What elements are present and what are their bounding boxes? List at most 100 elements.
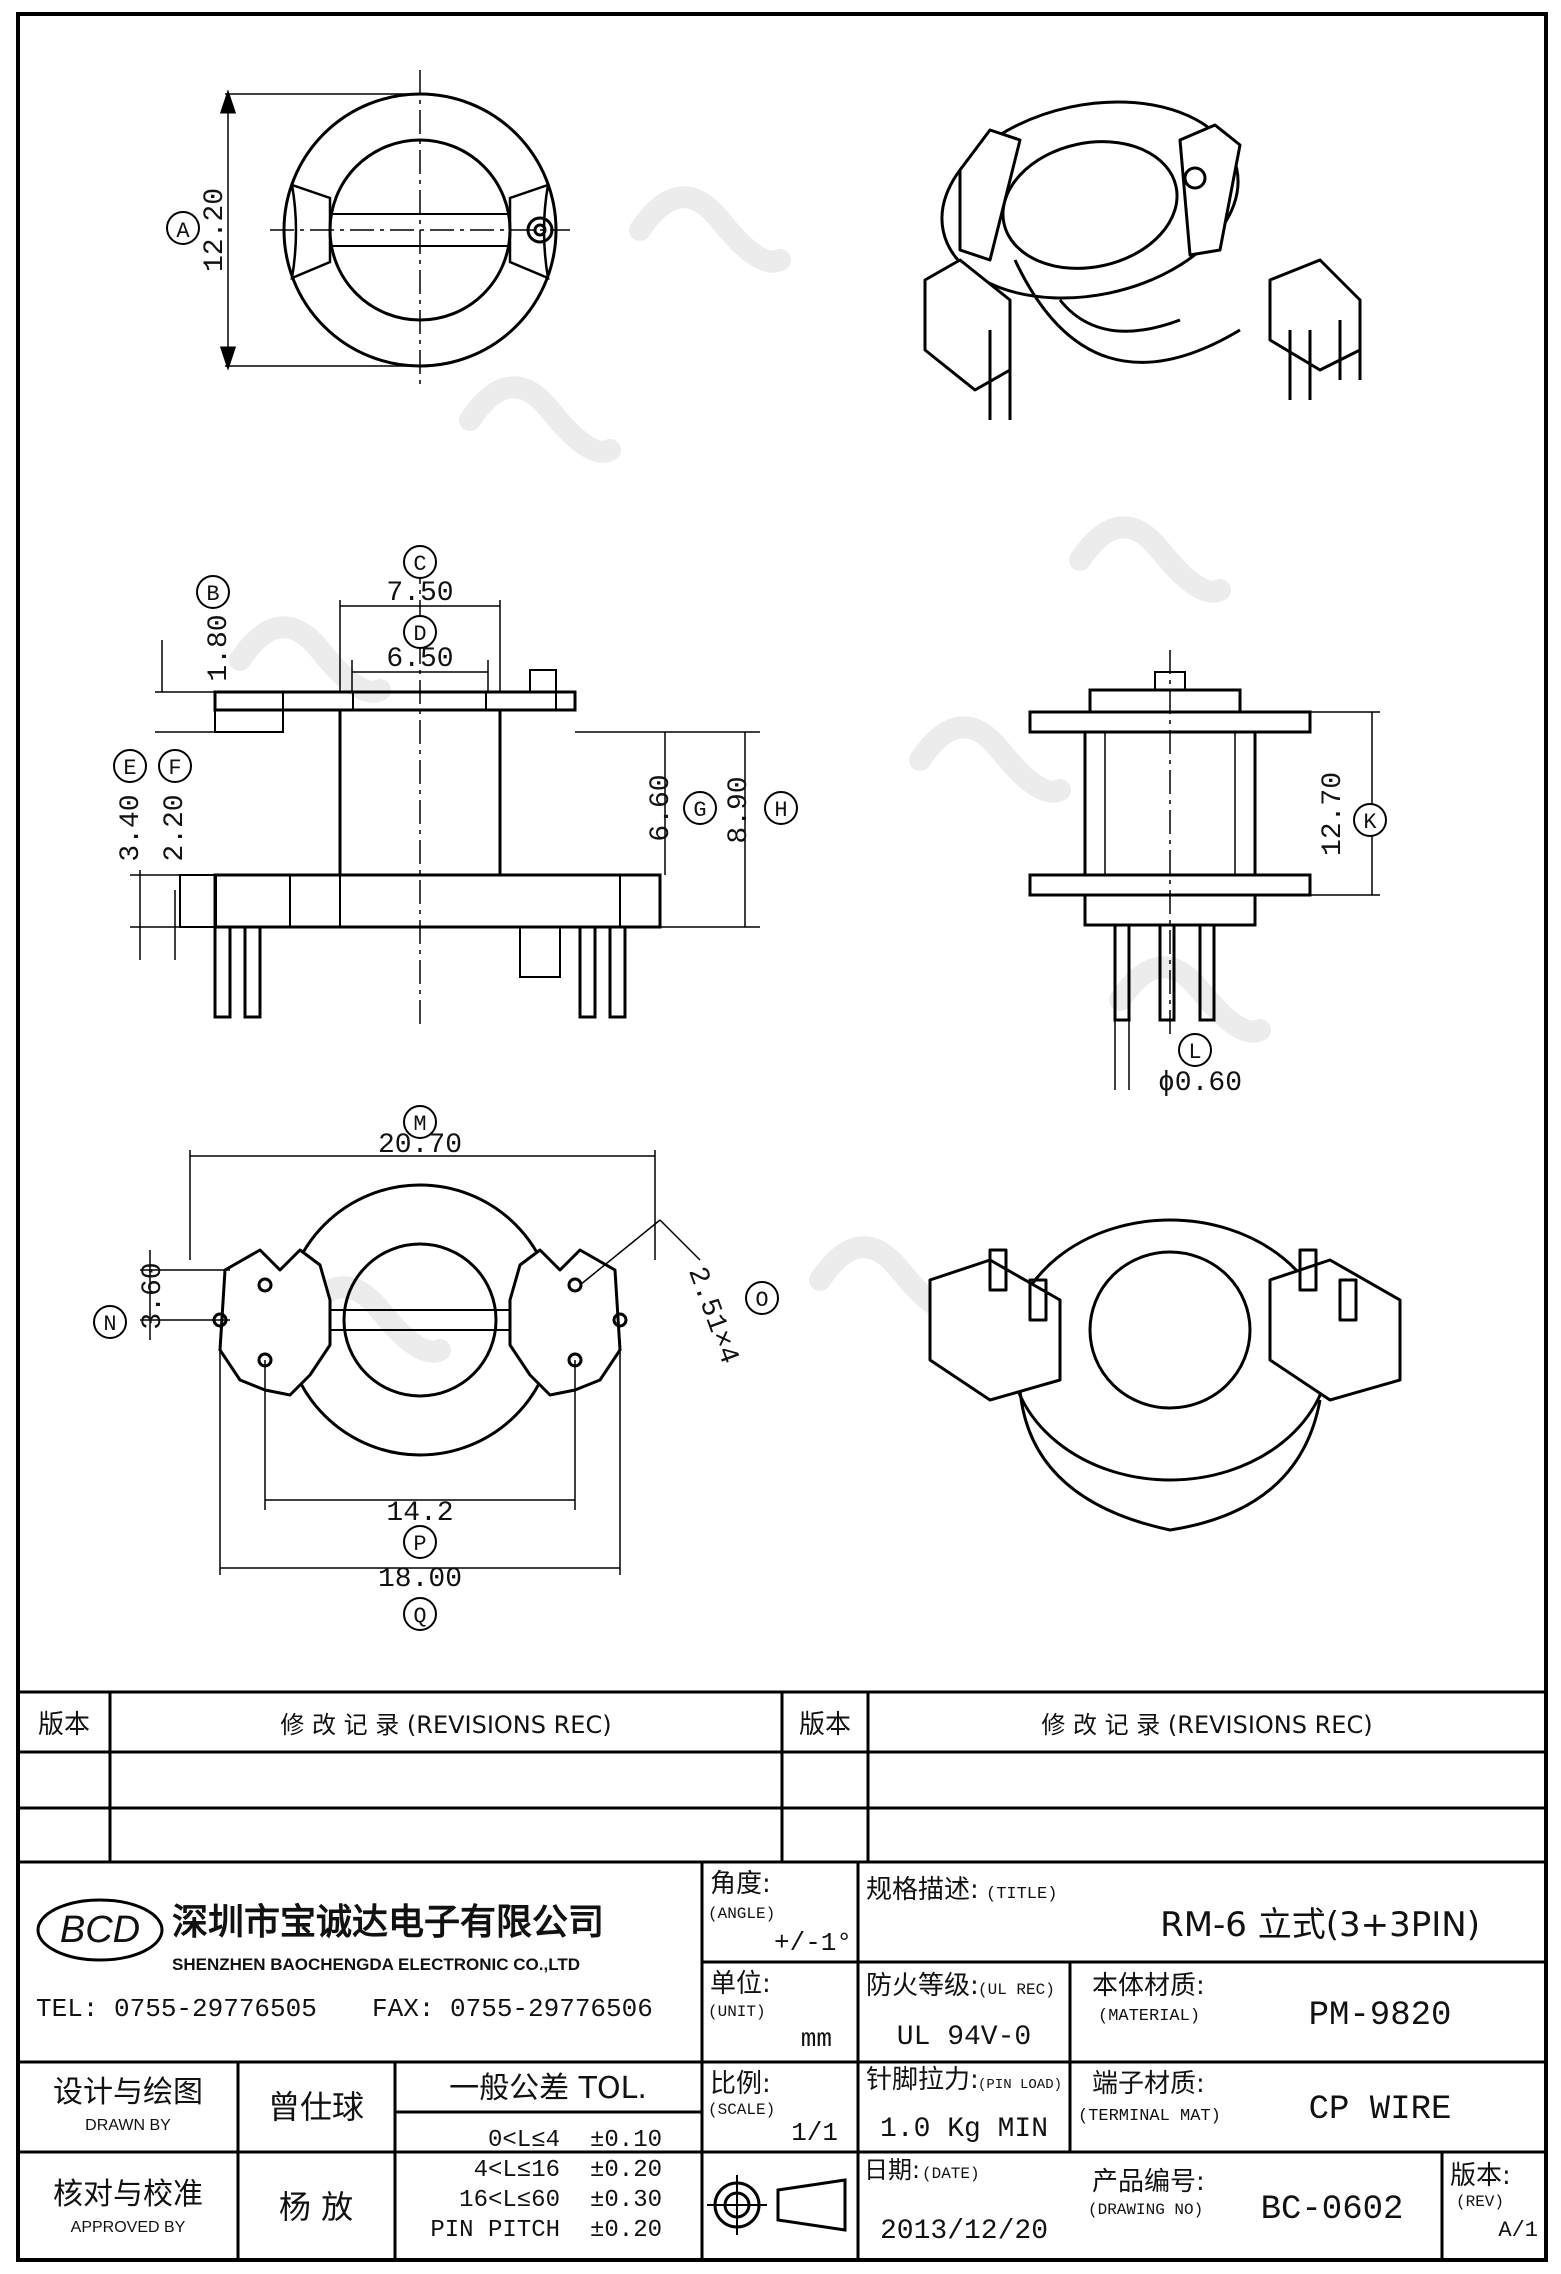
- side-view-dims: 12.70 K L ϕ0.60: [1158, 772, 1387, 1099]
- title-value: RM-6 立式(3+3PIN): [1160, 1905, 1480, 1945]
- tol-title: 一般公差 TOL.: [449, 2071, 647, 2106]
- angle-cell: 角度: (ANGLE) +/-1°: [708, 1869, 852, 1958]
- revisions-table: [18, 1690, 1546, 1864]
- material-label: 本体材质:: [1092, 1971, 1205, 2001]
- tol-range: 0<L≤4: [488, 2127, 560, 2154]
- dim-q-tag: Q: [413, 1604, 426, 1629]
- dim-l-value: ϕ0.60: [1158, 1068, 1242, 1099]
- dim-a: A 12.20: [166, 188, 231, 272]
- dim-d-tag: D: [413, 622, 426, 647]
- terminal-value: CP WIRE: [1309, 2091, 1452, 2129]
- rev-label-en: (REV): [1456, 2193, 1504, 2211]
- ul-value: UL 94V-0: [897, 2022, 1031, 2053]
- iso-view-top: [923, 100, 1362, 420]
- unit-label: 单位:: [710, 1969, 771, 1999]
- scale-label-en: (SCALE): [708, 2101, 775, 2119]
- title-cell: 规格描述: (TITLE) RM-6 立式(3+3PIN): [866, 1875, 1480, 1945]
- rev-ver-label-left: 版本: [38, 1710, 90, 1740]
- dim-m-tag: M: [413, 1112, 426, 1137]
- pinload-label-en: (PIN LOAD): [978, 2077, 1062, 2093]
- drawno-cell: 产品编号: (DRAWING NO) BC-0602: [1088, 2167, 1403, 2229]
- terminal-cell: 端子材质: (TERMINAL MAT) CP WIRE: [1078, 2069, 1451, 2129]
- rev-ver-label-right: 版本: [799, 1710, 851, 1740]
- angle-label-en: (ANGLE): [708, 1905, 775, 1923]
- dim-q-value: 18.00: [378, 1564, 462, 1595]
- ul-label: 防火等级:: [866, 1971, 979, 2001]
- dim-o-value: 2.51×4: [680, 1263, 744, 1368]
- dim-k-value: 12.70: [1318, 772, 1349, 856]
- dim-b-tag: B: [206, 582, 219, 607]
- dim-k-tag: K: [1363, 810, 1377, 835]
- material-cell: 本体材质: (MATERIAL) PM-9820: [1092, 1971, 1451, 2035]
- scale-value: 1/1: [791, 2118, 838, 2148]
- iso-view-bottom: [928, 1218, 1402, 1532]
- dim-h-tag: H: [774, 798, 787, 823]
- approved-by-cell: 核对与校准 APPROVED BY 杨 放: [53, 2177, 353, 2236]
- rev-cell: 版本: (REV) A/1: [1450, 2161, 1538, 2243]
- dim-a-tag: A: [176, 219, 190, 244]
- dim-h-value: 8.90: [724, 776, 755, 843]
- tol-value: ±0.10: [590, 2127, 662, 2154]
- rev-rec-label-left: 修 改 记 录 (REVISIONS REC): [280, 1711, 611, 1739]
- tol-value: ±0.20: [590, 2217, 662, 2244]
- watermark: [229, 186, 1271, 1363]
- pinload-label: 针脚拉力:: [866, 2065, 979, 2095]
- tol-range: PIN PITCH: [430, 2217, 560, 2244]
- date-label-en: (DATE): [922, 2165, 980, 2183]
- material-value: PM-9820: [1309, 1997, 1452, 2035]
- dim-d-value: 6.50: [386, 644, 453, 675]
- dim-e-value: 3.40: [116, 794, 147, 861]
- logo-text: BCD: [60, 1909, 140, 1951]
- dim-p-value: 14.2: [386, 1498, 453, 1529]
- sheet-border: [16, 12, 1548, 2262]
- drawn-value: 曾仕球: [268, 2088, 364, 2126]
- drawno-label: 产品编号:: [1092, 2167, 1205, 2197]
- rev-rec-label-right: 修 改 记 录 (REVISIONS REC): [1041, 1711, 1372, 1739]
- pinload-value: 1.0 Kg MIN: [880, 2114, 1048, 2145]
- unit-value: mm: [801, 2024, 832, 2054]
- dim-l-tag: L: [1188, 1040, 1201, 1065]
- drawno-value: BC-0602: [1261, 2191, 1404, 2229]
- title-label-en: (TITLE): [986, 1885, 1057, 1904]
- approved-label-en: APPROVED BY: [71, 2219, 186, 2236]
- dim-f-value: 2.20: [160, 794, 191, 861]
- dim-c-value: 7.50: [386, 578, 453, 609]
- date-cell: 日期: (DATE) 2013/12/20: [864, 2156, 1048, 2247]
- dim-a-value: 12.20: [200, 188, 231, 272]
- dim-n-tag: N: [103, 1312, 116, 1337]
- projection-symbol: [707, 2175, 847, 2235]
- tol-row: PIN PITCH ±0.20: [430, 2217, 662, 2244]
- date-value: 2013/12/20: [880, 2216, 1048, 2247]
- front-view-dims: B 1.80 C 7.50 D 6.50 E 3.40 F 2.20 6.60 …: [113, 545, 798, 862]
- dim-n-value: 3.60: [138, 1262, 169, 1329]
- angle-label: 角度:: [710, 1869, 771, 1899]
- title-label: 规格描述:: [866, 1875, 979, 1905]
- rev-label: 版本:: [1450, 2161, 1511, 2191]
- tol-value: ±0.20: [590, 2157, 662, 2184]
- company-tel: TEL: 0755-29776505: [36, 1994, 317, 2024]
- terminal-label: 端子材质:: [1092, 2069, 1205, 2099]
- dim-f-tag: F: [168, 756, 181, 781]
- drawn-label-en: DRAWN BY: [85, 2117, 171, 2134]
- dim-m-value: 20.70: [378, 1130, 462, 1161]
- tol-row: 16<L≤60 ±0.30: [459, 2187, 662, 2214]
- dim-g-tag: G: [693, 798, 706, 823]
- tolerance-cell: 一般公差 TOL. 0<L≤4 ±0.10 4<L≤16 ±0.20 16<L≤…: [430, 2071, 662, 2244]
- top-view: [219, 70, 570, 390]
- ul-label-en: (UL REC): [978, 1981, 1055, 1999]
- drawn-label: 设计与绘图: [53, 2075, 203, 2110]
- bottom-view: [140, 1150, 701, 1575]
- approved-label: 核对与校准: [53, 2177, 203, 2212]
- company-name-en: SHENZHEN BAOCHENGDA ELECTRONIC CO.,LTD: [172, 1955, 580, 1974]
- tol-row: 0<L≤4 ±0.10: [488, 2127, 662, 2154]
- unit-label-en: (UNIT): [708, 2003, 766, 2021]
- dim-e-tag: E: [123, 756, 136, 781]
- tol-range: 4<L≤16: [474, 2157, 560, 2184]
- scale-label: 比例:: [710, 2069, 771, 2099]
- terminal-label-en: (TERMINAL MAT): [1078, 2107, 1221, 2126]
- company-fax: FAX: 0755-29776506: [372, 1994, 653, 2024]
- rev-value: A/1: [1498, 2218, 1538, 2243]
- dim-g-value: 6.60: [646, 774, 677, 841]
- dim-o-tag: O: [755, 1288, 768, 1313]
